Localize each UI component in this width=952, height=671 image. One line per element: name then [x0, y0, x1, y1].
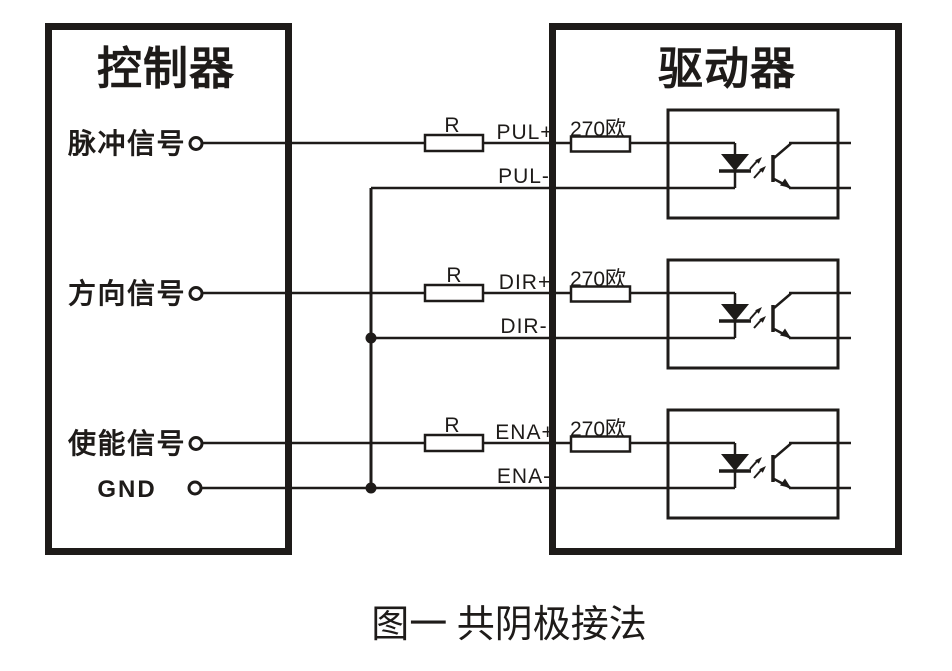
internal-resistor-label: 270欧 [570, 118, 626, 141]
pulse-signal-label: 脉冲信号 [68, 128, 186, 159]
gnd-terminal-circle [187, 480, 203, 496]
driver-title: 驱动器 [658, 43, 796, 94]
enable-signal-label: 使能信号 [67, 428, 186, 459]
series-resistor-label: R [444, 114, 459, 137]
dir-plus-pin-label: DIR+ [499, 271, 551, 294]
controller-title: 控制器 [97, 43, 235, 94]
ena-minus-pin-label: ENA- [497, 465, 551, 488]
ena-plus-pin-label: ENA+ [495, 421, 554, 444]
gnd-label: GND [97, 476, 156, 503]
pul-minus-pin-label: PUL- [498, 165, 550, 188]
internal-resistor-label: 270欧 [570, 418, 626, 441]
driver-box [549, 23, 902, 555]
internal-resistor-label: 270欧 [570, 268, 626, 291]
figure-caption: 图一 共阴极接法 [371, 604, 647, 646]
pul-plus-pin-label: PUL+ [496, 121, 553, 144]
series-resistor-label: R [446, 264, 461, 287]
series-resistor-label: R [444, 414, 459, 437]
controller-box [45, 23, 292, 555]
junction-dot [365, 332, 377, 344]
dir-minus-pin-label: DIR- [500, 315, 547, 338]
direction-signal-label: 方向信号 [68, 277, 186, 309]
